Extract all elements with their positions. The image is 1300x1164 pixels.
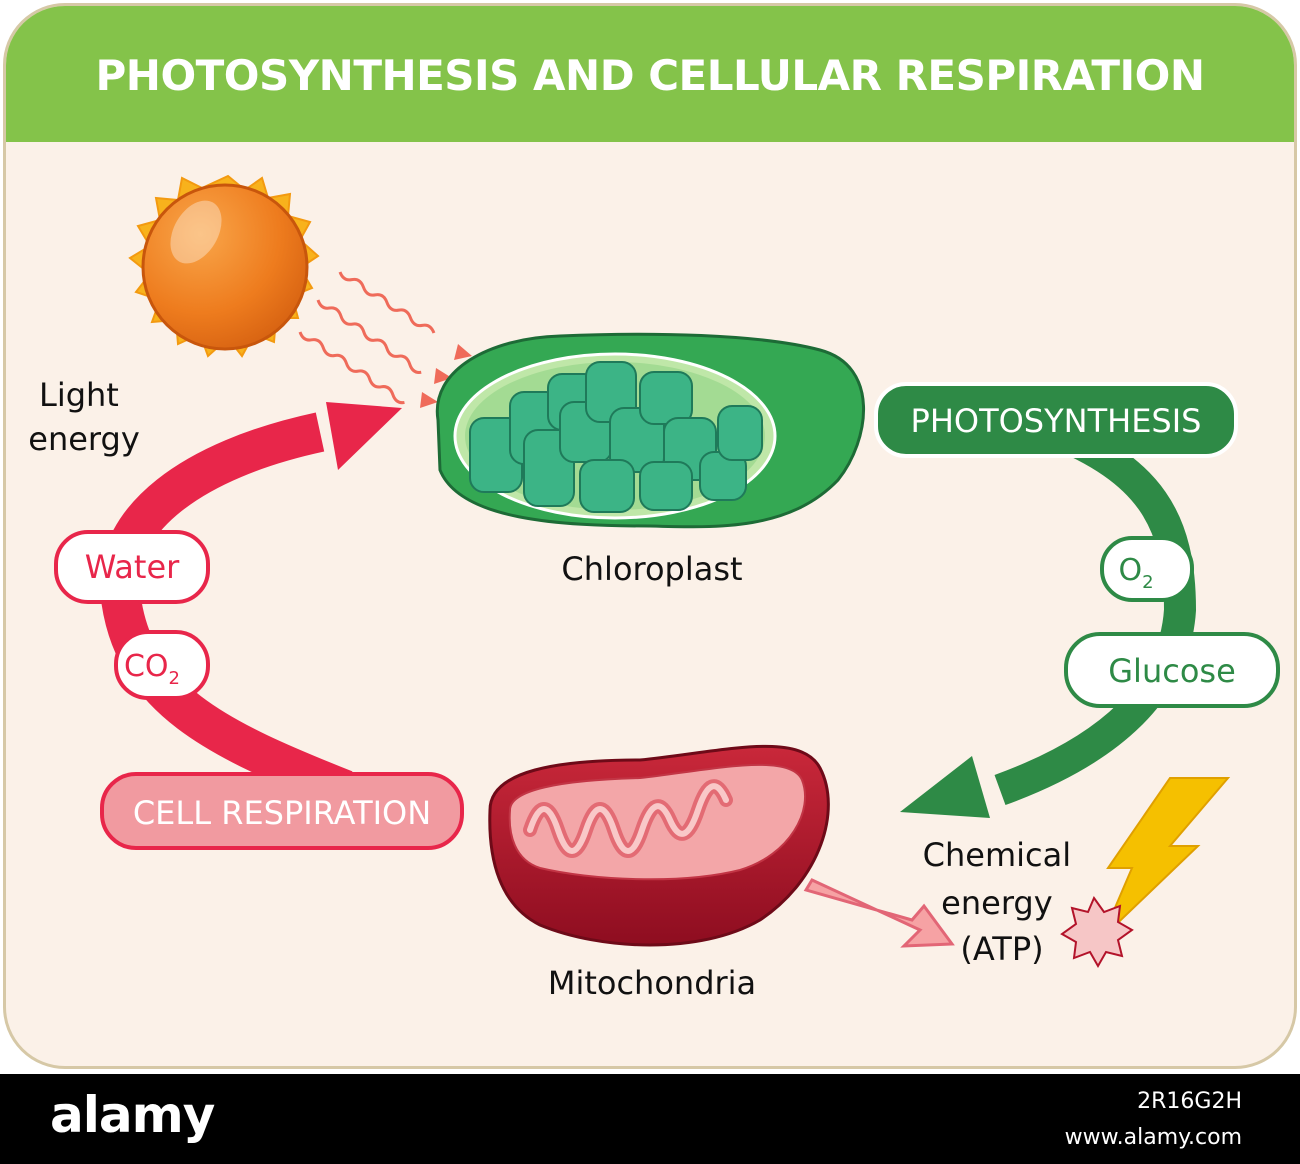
svg-text:O2: O2 xyxy=(1118,553,1153,593)
mitochondria-icon xyxy=(488,744,830,947)
glucose-badge: Glucose xyxy=(1064,632,1280,708)
image-code: 2R16G2H www.alamy.com xyxy=(1065,1084,1242,1156)
light-rays xyxy=(298,271,436,405)
spark-icon xyxy=(1060,895,1134,969)
atp-arrow xyxy=(803,878,955,948)
image-id: 2R16G2H xyxy=(1137,1089,1242,1114)
title-banner: PHOTOSYNTHESIS AND CELLULAR RESPIRATION xyxy=(6,6,1294,142)
svg-text:CO2: CO2 xyxy=(124,649,180,689)
cycle-diagram: PHOTOSYNTHESIS O2 Glucose Water CO2 CELL… xyxy=(28,174,1280,1002)
o2-badge: O2 xyxy=(1100,536,1194,602)
lightning-icon xyxy=(1101,777,1231,939)
mitochondria-label: Mitochondria xyxy=(548,964,756,1002)
chloroplast-icon xyxy=(435,332,865,529)
brand-logo: alamy xyxy=(50,1086,215,1144)
page-title: PHOTOSYNTHESIS AND CELLULAR RESPIRATION xyxy=(95,51,1205,100)
chemical-energy-label: Chemical energy (ATP) xyxy=(923,836,1082,968)
sun-icon xyxy=(128,174,320,358)
footer-bar: alamy 2R16G2H www.alamy.com xyxy=(0,1074,1300,1164)
light-energy-label: Light energy xyxy=(28,376,140,458)
svg-text:Water: Water xyxy=(85,548,180,586)
site-url: www.alamy.com xyxy=(1064,1125,1242,1150)
co2-badge: CO2 xyxy=(114,630,210,700)
photosynthesis-arrow xyxy=(900,415,1197,818)
photosynthesis-badge: PHOTOSYNTHESIS xyxy=(874,382,1238,458)
ray-arrowheads xyxy=(420,344,472,408)
svg-text:Glucose: Glucose xyxy=(1108,652,1236,690)
svg-text:CELL RESPIRATION: CELL RESPIRATION xyxy=(133,794,431,832)
svg-text:PHOTOSYNTHESIS: PHOTOSYNTHESIS xyxy=(911,402,1202,440)
cell-respiration-badge: CELL RESPIRATION xyxy=(100,772,464,850)
grana xyxy=(469,361,763,513)
water-badge: Water xyxy=(54,530,210,604)
chloroplast-label: Chloroplast xyxy=(561,550,742,588)
